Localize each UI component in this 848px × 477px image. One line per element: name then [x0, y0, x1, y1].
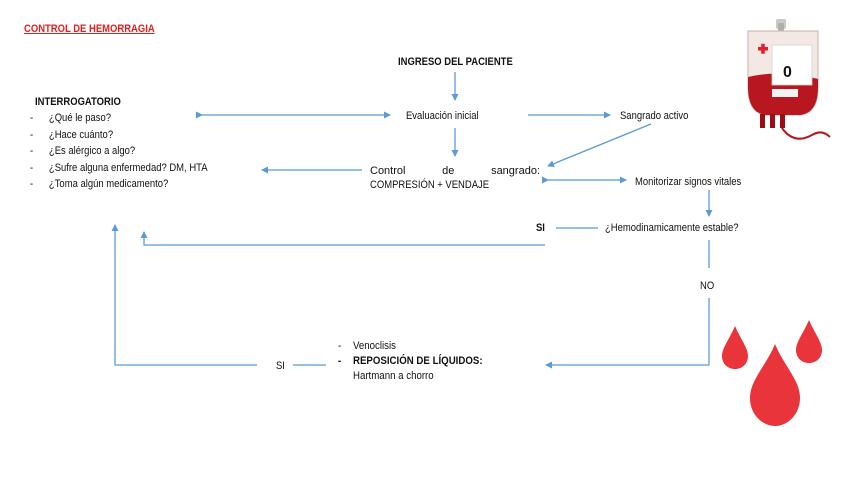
list-item: -¿Qué le paso? [30, 112, 111, 124]
control-line-2: COMPRESIÓN + VENDAJE [370, 179, 490, 191]
node-hemodinamica: ¿Hemodinamicamente estable? [605, 222, 739, 234]
list-item: Hartmann a chorro [352, 370, 434, 382]
node-control-sangrado: Control de sangrado: COMPRESIÓN + VENDAJ… [370, 164, 540, 192]
list-item: -¿Hace cuánto? [30, 128, 114, 141]
list-item: -¿Sufre alguna enfermedad? DM, HTA [30, 161, 208, 174]
blood-bag-icon: 0 [747, 19, 831, 140]
arrow-no-reposicion [545, 298, 710, 369]
arrow-sangrado-control [547, 123, 652, 167]
node-evaluacion: Evaluación inicial [406, 110, 479, 122]
arrow-si-top-interrogatorio [140, 231, 545, 246]
list-item: -¿Es alérgico a algo? [30, 145, 136, 157]
list-item: -REPOSICIÓN DE LÍQUIDOS: [338, 355, 483, 367]
interrogatorio-list: -¿Qué le paso? -¿Hace cuánto? -¿Es alérg… [30, 110, 208, 193]
node-ingreso: INGRESO DEL PACIENTE [398, 56, 513, 68]
list-item: -Venoclisis [338, 340, 397, 352]
label-si-top: SI [536, 222, 545, 234]
node-reposicion: -Venoclisis -REPOSICIÓN DE LÍQUIDOS: Har… [338, 339, 483, 384]
diagram-title: CONTROL DE HEMORRAGIA [24, 23, 155, 35]
blood-drops-icon [722, 320, 822, 426]
control-word-3: sangrado: [491, 165, 540, 177]
label-si-bottom: SI [276, 360, 285, 372]
control-word-2: de [442, 165, 455, 177]
label-no: NO [700, 280, 715, 292]
blood-type-label: 0 [783, 64, 792, 81]
node-monitorizar: Monitorizar signos vitales [635, 176, 742, 188]
interrogatorio-heading: INTERROGATORIO [35, 96, 121, 108]
node-sangrado-activo: Sangrado activo [620, 110, 689, 122]
control-word-1: Control [370, 165, 406, 177]
list-item: -¿Toma algún medicamento? [30, 178, 169, 190]
arrow-si-bottom-interrogatorio [111, 224, 257, 366]
